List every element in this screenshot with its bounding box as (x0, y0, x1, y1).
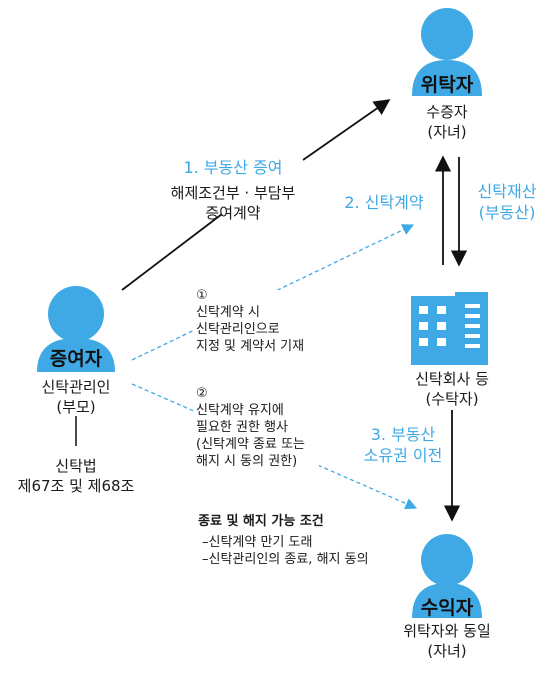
gift-title: 1. 부동산 증여 (183, 158, 283, 177)
trust-property-line2: (부동산) (478, 202, 536, 222)
note1-marker: ① (196, 288, 208, 303)
trust-property-label: 신탁재산 (부동산) (468, 182, 546, 224)
note1-line2: 신탁관리인으로 (196, 321, 280, 337)
trust-company-caption-line1: 신탁회사 등 (415, 370, 489, 388)
donor-law-line1: 신탁법 (55, 457, 97, 475)
note2-marker: ② (196, 386, 208, 401)
donor-label: 증여자 (49, 348, 103, 370)
truster-person-icon (412, 8, 482, 96)
conditions-item1: –신탁계약 만기 도래 (202, 534, 313, 550)
truster-caption-line1: 수증자 (426, 103, 468, 121)
trust-property-line1: 신탁재산 (477, 182, 537, 201)
transfer-label: 3. 부동산 소유권 이전 (358, 425, 448, 467)
beneficiary-caption: 위탁자와 동일 (자녀) (387, 622, 507, 661)
donor-person-icon (37, 286, 115, 372)
trust-contract-title: 2. 신탁계약 (344, 193, 424, 212)
donor-law: 신탁법 제67조 및 제68조 (6, 457, 146, 496)
note2: ② 신탁계약 유지에 필요한 권한 행사 (신탁계약 종료 또는 해지 시 동의… (196, 386, 305, 470)
note1-line3: 지정 및 계약서 기재 (196, 338, 305, 354)
note1: ① 신탁계약 시 신탁관리인으로 지정 및 계약서 기재 (196, 288, 304, 356)
donor-caption-line1: 신탁관리인 (41, 378, 111, 396)
transfer-line2: 소유권 이전 (363, 445, 443, 465)
gift-sub-line1: 해제조건부 · 부담부 (170, 184, 296, 202)
trust-company-caption-line2: (수탁자) (425, 389, 479, 408)
conditions-title: 종료 및 해지 가능 조건 (198, 514, 324, 529)
gift-arrow-left (121, 213, 223, 291)
truster-label: 위탁자 (420, 74, 474, 96)
gift-sub-line2: 증여계약 (205, 203, 261, 222)
donor-law-line2: 제67조 및 제68조 (17, 476, 135, 495)
beneficiary-caption-line1: 위탁자와 동일 (403, 622, 491, 640)
gift-arrow-right (302, 99, 391, 161)
conditions-item2: –신탁관리인의 종료, 해지 동의 (202, 551, 369, 567)
transfer-line1: 3. 부동산 (370, 425, 436, 444)
donor-caption: 신탁관리인 (부모) (16, 378, 136, 417)
building-icon (411, 292, 488, 365)
note2-line3: (신탁계약 종료 또는 (196, 436, 306, 452)
note2-line2: 필요한 권한 행사 (196, 419, 288, 435)
note2-line4: 해지 시 동의 권한) (196, 453, 298, 469)
truster-caption: 수증자 (자녀) (397, 103, 497, 142)
beneficiary-person-icon (412, 534, 482, 618)
note1-line1: 신탁계약 시 (196, 304, 260, 320)
truster-caption-line2: (자녀) (427, 122, 467, 141)
gift-sub: 해제조건부 · 부담부 증여계약 (158, 184, 308, 223)
beneficiary-label: 수익자 (420, 597, 474, 619)
beneficiary-caption-line2: (자녀) (427, 641, 467, 660)
donor-caption-line2: (부모) (56, 397, 96, 416)
conditions-box: 종료 및 해지 가능 조건 –신탁계약 만기 도래 –신탁관리인의 종료, 해지… (198, 514, 369, 569)
trust-company-caption: 신탁회사 등 (수탁자) (392, 370, 512, 409)
note2-line1: 신탁계약 유지에 (196, 402, 284, 418)
